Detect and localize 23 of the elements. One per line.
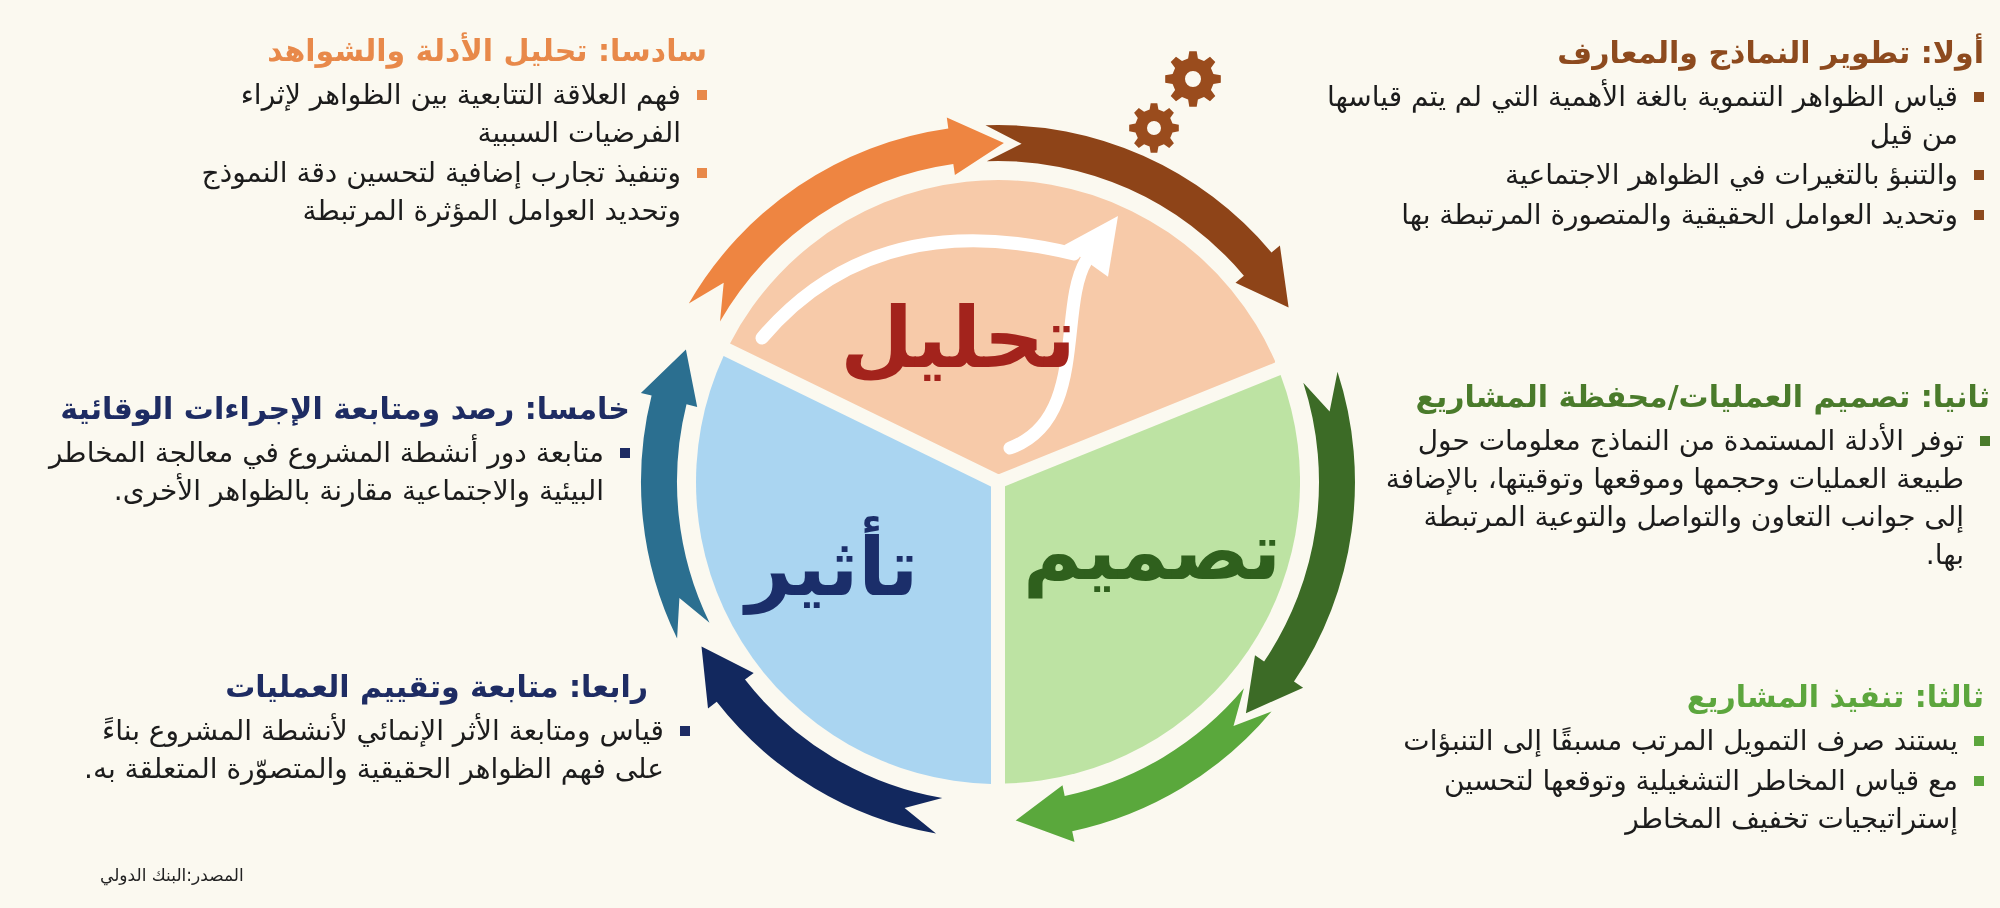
bullet-text: توفر الأدلة المستمدة من النماذج معلومات حول طبيعة العمليات وحجمها وموقعها وتوقيتها، بالإضافة إلى جوانب التعاون والتواصل والتوعية المرتبطة بها. [1384, 422, 1964, 574]
sector-title: تأثير [737, 498, 927, 638]
sector-title: تصميم [1022, 504, 1282, 601]
curved-arrow [701, 646, 943, 834]
bullet-text: فهم العلاقة التتابعية بين الظواهر لإثراء الفرضيات السببية [239, 77, 681, 152]
curved-arrow [640, 349, 710, 639]
bullet-text: وتنفيذ تجارب إضافية لتحسين دقة النموذج وتحديد العوامل المؤثرة المرتبطة [200, 155, 681, 230]
step-heading: ثالثا: تنفيذ المشاريع [1686, 678, 1984, 716]
bullet-text: مع قياس المخاطر التشغيلية وتوقعها لتحسين إستراتيجيات تخفيف المخاطر [1442, 763, 1958, 838]
sector-title: تحليل [839, 287, 1077, 389]
curved-arrow [1245, 371, 1355, 714]
step-heading: خامسا: رصد ومتابعة الإجراءات الوقائية [60, 390, 630, 429]
bullet-text: يستند صرف التمويل المرتب مسبقًا إلى التنبؤات [1403, 723, 1958, 759]
bullet-text: قياس ومتابعة الأثر الإنمائي لأنشطة المشروع بناءً على فهم الظواهر الحقيقية والمتصوّرة المتعلقة به. [83, 712, 664, 788]
step-heading: سادسا: تحليل الأدلة والشواهد [267, 31, 707, 71]
step-heading: رابعا: متابعة وتقييم العمليات [225, 668, 648, 707]
bullet-text: متابعة دور أنشطة المشروع في معالجة المخاطر البيئية والاجتماعية مقارنة بالظواهر الأخرى. [46, 434, 604, 510]
step-heading: أولا: تطوير النماذج والمعارف [1557, 32, 1984, 73]
source-note: المصدر:البنك الدولي [100, 864, 244, 888]
bullet-text: والتنبؤ بالتغيرات في الظواهر الاجتماعية [1505, 157, 1958, 194]
bullet-text: وتحديد العوامل الحقيقية والمتصورة المرتبطة بها [1401, 197, 1958, 234]
step-heading: ثانيا: تصميم العمليات/محفظة المشاريع [1415, 378, 1990, 417]
bullet-text: قياس الظواهر التنموية بالغة الأهمية التي لم يتم قياسها من قيل [1325, 78, 1958, 154]
